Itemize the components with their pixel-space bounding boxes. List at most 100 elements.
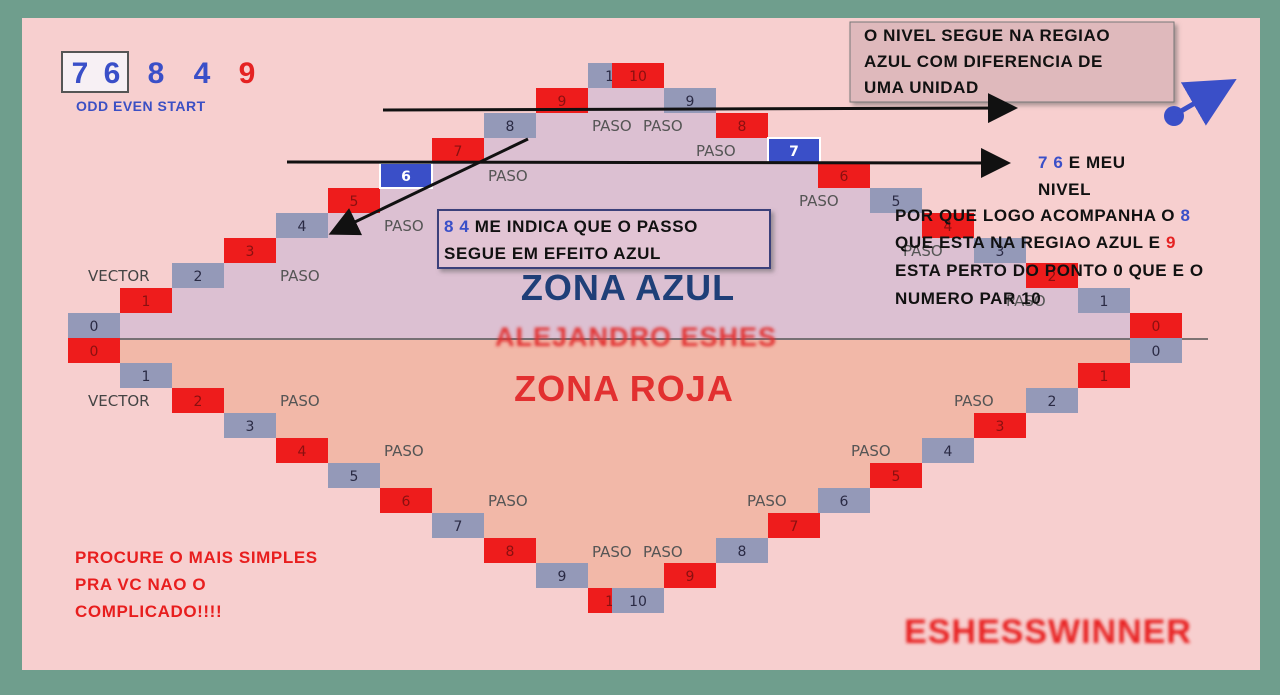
digit-1: 7 — [72, 57, 89, 90]
paso-label-upper-5: PASO — [643, 117, 683, 135]
cell-upper-right-7-label: 7 — [789, 144, 799, 160]
advice-line-3: COMPLICADO!!!! — [75, 602, 222, 621]
paso-label-lower-8: PASO — [954, 392, 994, 410]
cell-upper-left-8-label: 8 — [506, 119, 515, 135]
cell-upper-right-1-label: 1 — [1100, 294, 1109, 310]
paso-label-lower-7: PASO — [851, 442, 891, 460]
why-line-2-text: QUE ESTA NA REGIAO AZUL E — [895, 233, 1166, 252]
cell-lower-right-2-label: 2 — [1048, 394, 1057, 410]
cell-upper-right-9-label: 9 — [686, 94, 695, 110]
paso-label-upper-1: PASO — [280, 267, 320, 285]
zone-blue-title: ZONA AZUL — [521, 267, 735, 308]
brand-watermark: ESHESSWINNER — [904, 613, 1192, 651]
cell-lower-right-1-label: 1 — [1100, 369, 1109, 385]
why-line-2: QUE ESTA NA REGIAO AZUL E 9 — [895, 233, 1176, 252]
cell-upper-left-4 — [276, 213, 328, 238]
vector-label-lower: VECTOR — [88, 392, 150, 410]
cell-lower-right-7-label: 7 — [790, 519, 799, 535]
author-watermark: ALEJANDRO ESHES — [495, 322, 777, 352]
cell-lower-left-3-label: 3 — [246, 419, 255, 435]
passo-line-1-rest: ME INDICA QUE O PASSO — [469, 217, 698, 236]
cell-lower-right-6 — [818, 488, 870, 513]
paso-label-upper-3: PASO — [488, 167, 528, 185]
cell-upper-left-0-label: 0 — [90, 319, 99, 335]
cell-upper-left-5-label: 5 — [350, 194, 359, 210]
digit-5: 9 — [239, 57, 256, 90]
cell-upper-right-10 — [612, 63, 664, 88]
advice-note: PROCURE O MAIS SIMPLES PRA VC NAO O COMP… — [75, 548, 318, 621]
level-note-line-2: NIVEL — [1038, 180, 1091, 199]
cell-upper-right-4-label: 4 — [944, 219, 953, 235]
cell-lower-left-4-label: 4 — [298, 444, 307, 460]
cell-lower-left-5 — [328, 463, 380, 488]
cell-lower-right-9-label: 9 — [686, 569, 695, 585]
passo-line-2: SEGUE EM EFEITO AZUL — [444, 244, 661, 263]
red-zone-area — [92, 340, 1182, 613]
cell-upper-right-1 — [1078, 288, 1130, 313]
cell-upper-left-8 — [484, 113, 536, 138]
why-note: POR QUE LOGO ACOMPANHA O 8 QUE ESTA NA R… — [895, 206, 1204, 308]
cell-upper-left-1-label: 1 — [142, 294, 151, 310]
cell-lower-right-2 — [1026, 388, 1078, 413]
why-line-1: POR QUE LOGO ACOMPANHA O 8 — [895, 206, 1191, 225]
header-digits: 7 6 8 4 9 ODD EVEN START — [61, 51, 256, 114]
trend-arrow-icon — [1164, 79, 1237, 126]
cell-lower-left-6-label: 6 — [402, 494, 411, 510]
why-line-1-text: POR QUE LOGO ACOMPANHA O — [895, 206, 1180, 225]
level-arrow — [286, 147, 1011, 178]
cell-lower-right-1 — [1078, 363, 1130, 388]
cell-upper-left-4-label: 4 — [298, 219, 307, 235]
cell-lower-left-4 — [276, 438, 328, 463]
cell-upper-left-9-label: 9 — [558, 94, 567, 110]
paso-label-lower-1: PASO — [280, 392, 320, 410]
cell-lower-left-8-label: 8 — [506, 544, 515, 560]
cell-lower-left-5-label: 5 — [350, 469, 359, 485]
paso-label-lower-2: PASO — [384, 442, 424, 460]
nivel-line-3: UMA UNIDAD — [864, 78, 979, 97]
cell-upper-right-10-label: 10 — [629, 69, 647, 85]
blue-zone-area — [92, 63, 1182, 340]
cell-upper-left-6-label: 6 — [401, 169, 411, 185]
step-labels: VECTOR PASO PASO PASO PASO PASO PASO PASO PASO PA… — [88, 117, 1046, 561]
cell-lower-left-0-label: 0 — [90, 344, 99, 360]
passo-note: 8 4 ME INDICA QUE O PASSO SEGUE EM EFEIT… — [437, 209, 771, 269]
cell-upper-right-6 — [818, 163, 870, 188]
cell-lower-right-10-label: 10 — [629, 594, 647, 610]
cell-lower-left-2 — [172, 388, 224, 413]
cell-lower-right-0 — [1130, 338, 1182, 363]
cell-lower-right-3-label: 3 — [996, 419, 1005, 435]
cell-upper-right-2-label: 2 — [1048, 269, 1057, 285]
paso-label-lower-3: PASO — [488, 492, 528, 510]
why-line-1-num: 8 — [1180, 206, 1190, 225]
cell-upper-right-3 — [974, 238, 1026, 263]
paso-label-upper-2: PASO — [384, 217, 424, 235]
cell-lower-right-0-label: 0 — [1152, 344, 1161, 360]
paso-label-upper-8: PASO — [903, 242, 943, 260]
paso-label-lower-4: PASO — [592, 543, 632, 561]
cell-lower-left-7 — [432, 513, 484, 538]
nivel-note-box — [849, 21, 1175, 103]
nivel-line-2: AZUL COM DIFERENCIA DE — [864, 52, 1103, 71]
cell-upper-right-6-label: 6 — [840, 169, 849, 185]
cell-upper-right-8 — [716, 113, 768, 138]
level-highlight: 7 6 — [1038, 153, 1063, 172]
cell-lower-right-8-label: 8 — [738, 544, 747, 560]
cell-upper-right-3-label: 3 — [996, 244, 1005, 260]
cell-upper-left-6 — [379, 162, 433, 189]
cell-upper-right-5-label: 5 — [892, 194, 901, 210]
cell-lower-left-9-label: 9 — [558, 569, 567, 585]
why-line-3: ESTA PERTO DO PONTO 0 QUE E O — [895, 261, 1204, 280]
paso-label-lower-6: PASO — [747, 492, 787, 510]
cell-lower-left-7-label: 7 — [454, 519, 463, 535]
digit-3: 8 — [148, 57, 165, 90]
cell-lower-right-3 — [974, 413, 1026, 438]
level-note-line-1: 7 6 E MEU — [1038, 153, 1126, 172]
cell-upper-left-1 — [120, 288, 172, 313]
staircase-cells: 0123456789101098765432100123456789101098… — [68, 63, 1182, 613]
cell-upper-right-5 — [870, 188, 922, 213]
cell-lower-right-5 — [870, 463, 922, 488]
cell-upper-right-0-label: 0 — [1152, 319, 1161, 335]
advice-line-1: PROCURE O MAIS SIMPLES — [75, 548, 318, 567]
paso-label-upper-9: PASO — [1006, 292, 1046, 310]
